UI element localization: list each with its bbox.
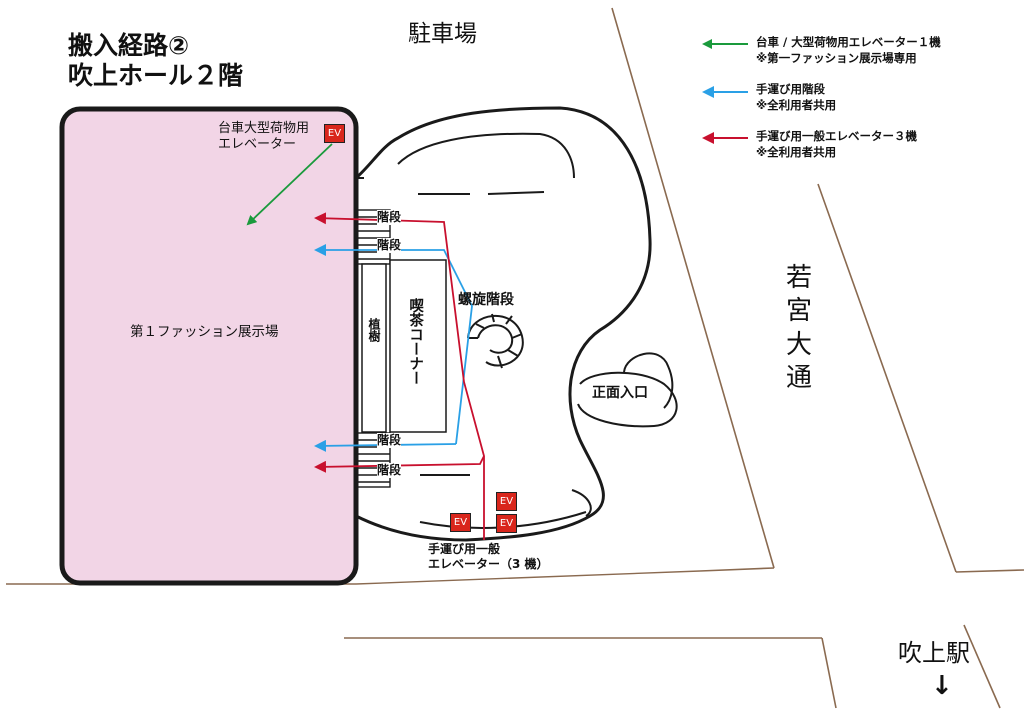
legend-text: 手運び用階段 xyxy=(756,82,825,96)
stair-label: 階段 xyxy=(377,210,402,225)
stair-label: 階段 xyxy=(377,433,402,448)
lobby-outline xyxy=(355,106,652,542)
elevator-badge: EV xyxy=(496,514,517,533)
stair-label: 階段 xyxy=(377,463,402,478)
legend-item-stairs: 手運び用階段 ※全利用者共用 xyxy=(756,82,836,113)
parking-label: 駐車場 xyxy=(408,21,477,47)
cafe-label: 喫茶コーナー xyxy=(407,298,424,385)
stair-label: 階段 xyxy=(377,238,402,253)
legend-text: 台車 / 大型荷物用エレベーター１機 xyxy=(756,35,941,49)
avenue-label: 若宮大通 xyxy=(785,263,812,393)
entrance-outline xyxy=(577,352,678,428)
legend-arrows xyxy=(702,39,748,144)
elevator-badge: EV xyxy=(496,492,517,511)
entrance-label: 正面入口 xyxy=(592,385,648,401)
legend-note: ※第一ファッション展示場専用 xyxy=(756,50,917,65)
legend-item-general-elevator: 手運び用一般エレベーター３機 ※全利用者共用 xyxy=(756,129,917,160)
station-label: 吹上駅 xyxy=(898,639,970,667)
page-subtitle: 吹上ホール２階 xyxy=(68,61,244,90)
cafe-box xyxy=(389,259,447,433)
exhibition-hall xyxy=(59,106,359,586)
spiral-stairs-drawing xyxy=(467,313,524,369)
legend-note: ※全利用者共用 xyxy=(756,97,837,112)
down-arrow-icon: ↓ xyxy=(931,671,953,701)
cart-elevator-badge: EV xyxy=(324,124,345,143)
planter-box xyxy=(361,263,387,433)
green-route-arrow xyxy=(246,143,333,226)
red-route xyxy=(314,212,485,540)
page-title: 搬入経路② xyxy=(68,31,190,60)
legend-note: ※全利用者共用 xyxy=(756,144,837,159)
legend-item-cart-elevator: 台車 / 大型荷物用エレベーター１機 ※第一ファッション展示場専用 xyxy=(756,35,941,66)
planter-label: 植樹 xyxy=(367,318,381,342)
elevator-badge: EV xyxy=(450,513,471,532)
legend-text: 手運び用一般エレベーター３機 xyxy=(756,129,917,143)
cart-elevator-label: 台車大型荷物用 エレベーター xyxy=(218,121,310,153)
hall-label: 第１ファッション展示場 xyxy=(130,324,279,340)
spiral-stairs-label: 螺旋階段 xyxy=(458,292,514,308)
general-elevator-label: 手運び用一般 エレベーター（3 機） xyxy=(428,542,549,571)
